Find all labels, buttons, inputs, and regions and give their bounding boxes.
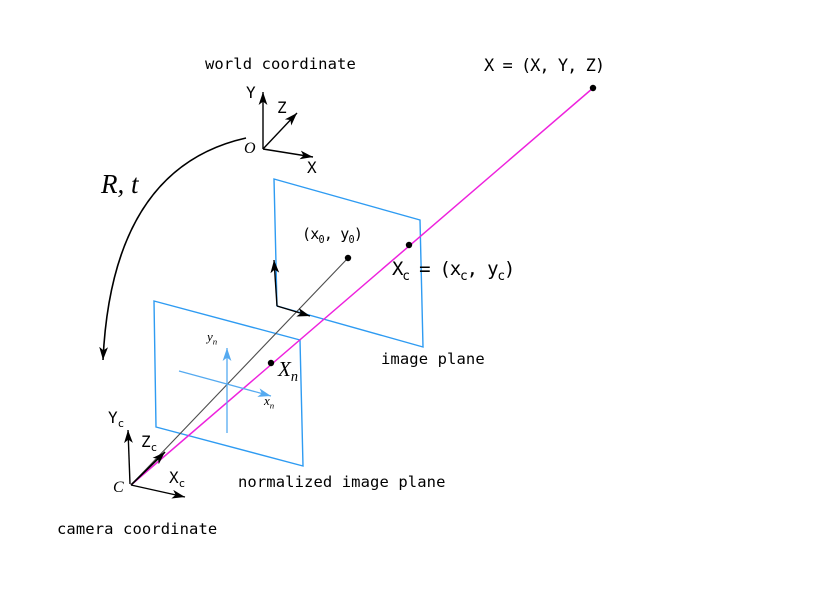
normalized-image-plane-label: normalized image plane xyxy=(238,473,446,491)
normalized-xn-axis xyxy=(178,370,272,397)
world-point-dot xyxy=(589,84,597,92)
camera-origin-label: C xyxy=(113,479,124,496)
rt-transform-arrow xyxy=(99,137,247,361)
world-coordinate-label: world coordinate xyxy=(205,55,356,73)
world-origin-label: O xyxy=(244,140,256,157)
camera-yc-axis xyxy=(124,429,133,485)
world-point-label: X = (X, Y, Z) xyxy=(484,56,605,76)
camera-xc-axis xyxy=(130,484,186,499)
camera-xc-label: Xc xyxy=(169,468,186,491)
world-x-label: X xyxy=(307,158,317,177)
camera-zc-label: Zc xyxy=(141,432,158,455)
world-y-label: Y xyxy=(246,83,256,102)
world-x-axis xyxy=(262,148,314,160)
principal-point-dot xyxy=(344,254,352,262)
normalized-yn-label: yn xyxy=(207,329,218,347)
image-point-label: Xc = (xc, yc) xyxy=(392,258,515,284)
normalized-image-plane-outline xyxy=(153,300,304,467)
camera-coordinate-label: camera coordinate xyxy=(57,520,218,538)
image-plane-u-axis xyxy=(276,305,311,317)
image-plane-label: image plane xyxy=(381,350,485,368)
normalized-point-label: Xn xyxy=(278,357,298,386)
image-plane-v-axis xyxy=(270,259,280,307)
camera-yc-label: Yc xyxy=(108,408,125,431)
normalized-point-dot xyxy=(267,359,275,367)
projection-ray xyxy=(130,87,594,486)
camera-zc-axis xyxy=(130,451,166,486)
world-z-label: Z xyxy=(277,98,287,117)
optical-axis-line xyxy=(130,257,349,486)
world-z-axis xyxy=(262,112,298,150)
principal-point-label: (x0, y0) xyxy=(302,225,363,246)
image-point-dot xyxy=(405,241,413,249)
rt-transform-label: R, t xyxy=(101,169,139,199)
normalized-xn-label: xn xyxy=(264,393,275,411)
